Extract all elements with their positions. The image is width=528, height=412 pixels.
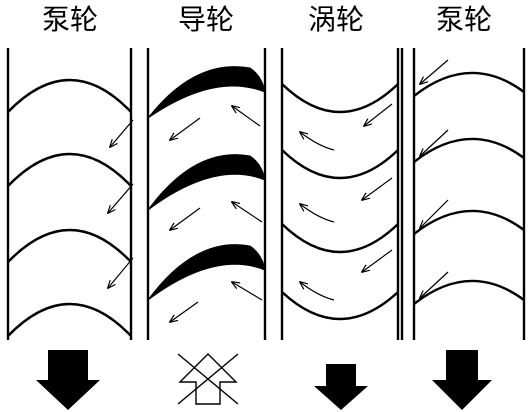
turbine-blade [281,291,399,321]
stator-label: 导轮 [177,3,234,36]
turbine-blade [281,149,399,180]
turbine-flow-arrows [300,103,393,301]
flow-arrow [170,117,201,140]
pump-blade [7,152,132,187]
flow-arrow [364,103,393,126]
flow-arrow [420,129,449,156]
pump-blade [7,78,132,113]
pump-blade [7,228,132,263]
pump-flow-arrows-right [420,59,449,298]
pump-blade [413,137,525,163]
flow-arrow [420,59,449,84]
flow-arrow [420,199,449,228]
flow-arrow [110,119,134,147]
turbine-column [280,48,400,340]
pump-column-left [6,48,133,340]
flow-arrow [108,257,134,288]
pump-column-right [400,48,526,340]
flow-arrow [170,301,199,322]
pump-blade [7,302,132,337]
flow-arrow [420,271,449,298]
pump-blade [413,71,525,97]
stator-column [146,48,267,340]
flow-arrow [232,202,263,223]
pump-blade [413,209,525,235]
down-arrow-icon [314,364,368,410]
stator-blade [147,244,266,301]
flow-arrow [300,204,335,223]
down-arrow-icon [36,350,100,410]
pump-flow-arrows-left [108,119,134,288]
turbine-blade [281,223,399,254]
flow-arrow [300,132,335,151]
stator-blade [147,66,266,119]
flow-arrow [232,106,261,127]
stator-blades [147,66,266,301]
pump-label-right: 泵轮 [435,3,492,36]
turbine-label: 涡轮 [307,3,364,36]
down-arrow-icon [432,350,492,410]
flow-arrow [300,282,335,301]
flow-arrow [362,249,393,272]
flow-arrow [108,183,134,213]
turbine-blade [281,83,399,114]
pump-label-left: 泵轮 [41,3,98,36]
stator-flow-arrows [170,106,263,322]
stator-blade [147,154,266,211]
crossed-up-arrow-icon [177,353,239,405]
flow-arrow [362,177,393,200]
pump-blade [413,279,525,305]
flow-arrow [232,282,263,301]
flow-arrow [170,207,201,230]
